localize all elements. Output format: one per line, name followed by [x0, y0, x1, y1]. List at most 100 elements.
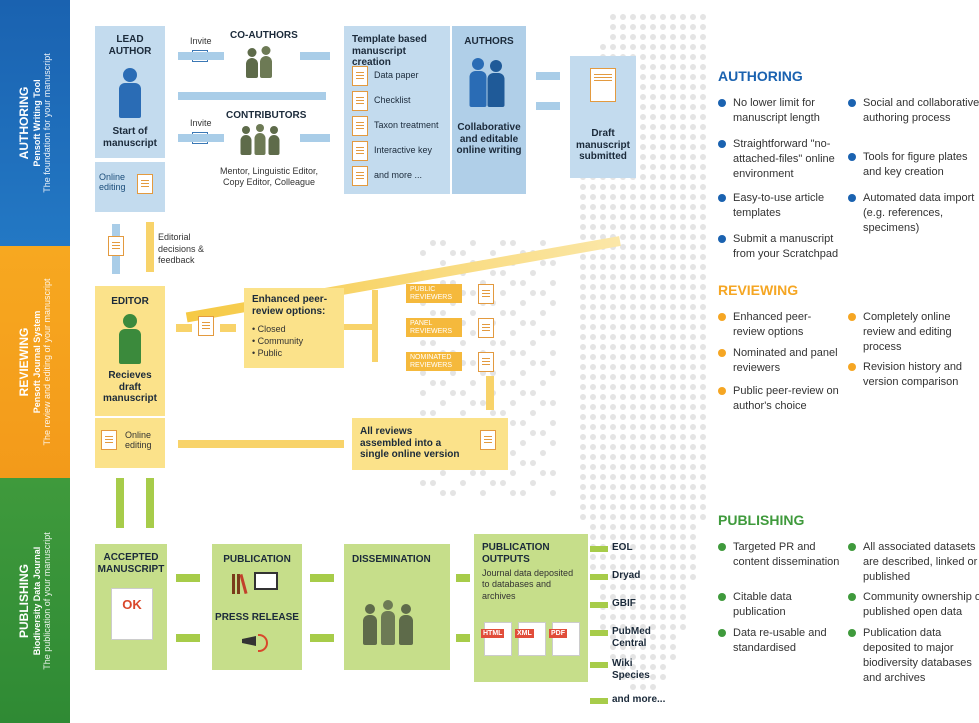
- map-dot: [680, 304, 686, 310]
- map-dot: [490, 480, 496, 486]
- map-dot: [650, 484, 656, 490]
- map-dot: [700, 444, 706, 450]
- map-dot: [680, 104, 686, 110]
- map-dot: [620, 324, 626, 330]
- map-dot: [600, 454, 606, 460]
- map-dot: [510, 280, 516, 286]
- map-dot: [700, 224, 706, 230]
- map-dot: [660, 84, 666, 90]
- map-dot: [700, 174, 706, 180]
- map-dot: [650, 124, 656, 130]
- map-dot: [580, 184, 586, 190]
- map-dot: [580, 484, 586, 490]
- map-dot: [440, 380, 446, 386]
- map-dot: [700, 94, 706, 100]
- map-dot: [690, 464, 696, 470]
- map-dot: [670, 104, 676, 110]
- map-dot: [690, 404, 696, 410]
- map-dot: [680, 244, 686, 250]
- map-dot: [460, 480, 466, 486]
- map-dot: [640, 224, 646, 230]
- map-dot: [700, 344, 706, 350]
- map-dot: [590, 234, 596, 240]
- map-dot: [550, 490, 556, 496]
- map-dot: [580, 514, 586, 520]
- map-dot: [580, 414, 586, 420]
- map-dot: [610, 384, 616, 390]
- map-dot: [650, 524, 656, 530]
- peer-option: • Community: [252, 336, 304, 346]
- map-dot: [670, 514, 676, 520]
- map-dot: [580, 344, 586, 350]
- map-dot: [580, 454, 586, 460]
- map-dot: [660, 204, 666, 210]
- map-dot: [640, 414, 646, 420]
- map-dot: [620, 404, 626, 410]
- map-dot: [670, 264, 676, 270]
- authors-title: AUTHORS: [464, 36, 514, 47]
- map-dot: [680, 524, 686, 530]
- map-dot: [620, 284, 626, 290]
- map-dot: [500, 410, 506, 416]
- map-dot: [610, 204, 616, 210]
- editor-person-icon: [117, 314, 143, 366]
- map-dot: [690, 474, 696, 480]
- map-dot: [600, 594, 606, 600]
- map-dot: [640, 354, 646, 360]
- map-dot: [620, 654, 626, 660]
- map-dot: [670, 344, 676, 350]
- map-dot: [650, 284, 656, 290]
- map-dot: [450, 370, 456, 376]
- map-dot: [660, 44, 666, 50]
- map-dot: [600, 214, 606, 220]
- map-dot: [590, 394, 596, 400]
- contributors-desc: Mentor, Linguistic Editor, Copy Editor, …: [219, 166, 319, 188]
- map-dot: [660, 644, 666, 650]
- map-dot: [660, 114, 666, 120]
- map-dot: [590, 454, 596, 460]
- map-dot: [660, 324, 666, 330]
- map-dot: [540, 330, 546, 336]
- map-dot: [420, 370, 426, 376]
- map-dot: [640, 374, 646, 380]
- map-dot: [660, 14, 666, 20]
- map-dot: [520, 280, 526, 286]
- assembled-label: All reviews assembled into a single onli…: [360, 426, 460, 460]
- map-dot: [700, 364, 706, 370]
- map-dot: [440, 260, 446, 266]
- map-dot: [690, 24, 696, 30]
- map-dot: [690, 504, 696, 510]
- feature-item: Automated data import (e.g. references, …: [848, 191, 979, 236]
- map-dot: [610, 554, 616, 560]
- map-dot: [620, 674, 626, 680]
- crowd-icon: [356, 600, 436, 656]
- map-dot: [690, 104, 696, 110]
- map-dot: [510, 400, 516, 406]
- map-dot: [680, 144, 686, 150]
- map-dot: [630, 524, 636, 530]
- map-dot: [630, 204, 636, 210]
- map-dot: [620, 274, 626, 280]
- map-dot: [660, 294, 666, 300]
- map-dot: [580, 434, 586, 440]
- map-dot: [650, 104, 656, 110]
- map-dot: [590, 304, 596, 310]
- map-dot: [610, 264, 616, 270]
- map-dot: [600, 254, 606, 260]
- map-dot: [630, 44, 636, 50]
- map-dot: [670, 244, 676, 250]
- map-dot: [640, 514, 646, 520]
- feature-item: Easy-to-use article templates: [718, 191, 843, 221]
- map-dot: [670, 64, 676, 70]
- map-dot: [690, 354, 696, 360]
- map-dot: [540, 470, 546, 476]
- map-dot: [660, 524, 666, 530]
- map-dot: [610, 424, 616, 430]
- map-dot: [610, 34, 616, 40]
- map-dot: [670, 404, 676, 410]
- map-dot: [620, 444, 626, 450]
- map-dot: [620, 384, 626, 390]
- map-dot: [590, 374, 596, 380]
- map-dot: [680, 184, 686, 190]
- map-dot: [660, 604, 666, 610]
